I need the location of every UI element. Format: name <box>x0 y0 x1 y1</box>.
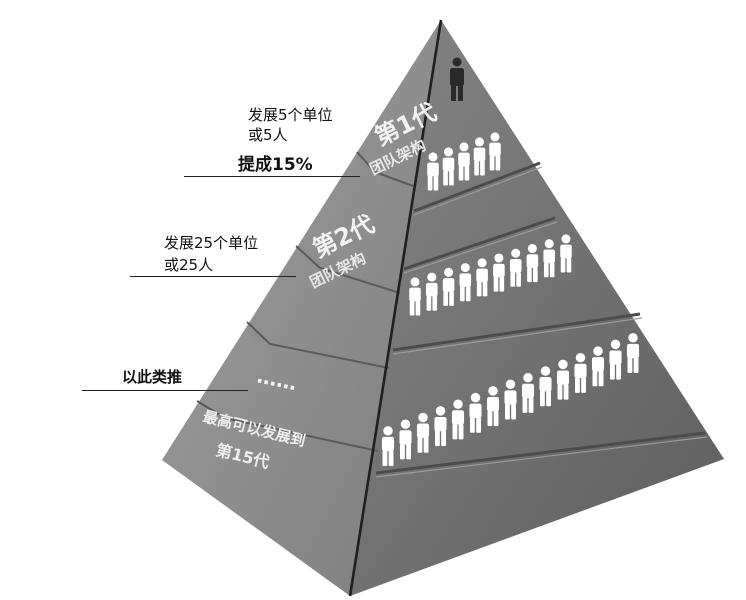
pyramid-left-face <box>162 20 441 596</box>
right-face-tier-lines <box>375 161 706 475</box>
left-face-tier-lines <box>196 151 414 452</box>
level1-commission: 提成15% <box>238 155 313 175</box>
etc-note: 以此类推 <box>122 368 183 386</box>
level1-leader-line <box>184 176 360 177</box>
apex-person-icon <box>450 57 464 101</box>
level2-leader-line <box>130 276 296 277</box>
level2-note-line1: 发展25个单位 <box>164 234 259 252</box>
pyramid-front-edge <box>348 19 443 597</box>
level1-note-line1: 发展5个单位 <box>248 106 333 124</box>
level2-note-line2: 或25人 <box>164 256 214 274</box>
etc-leader-line <box>82 390 248 391</box>
right-face-highlight-lines <box>375 166 708 478</box>
level1-note-line2: 或5人 <box>248 126 288 144</box>
